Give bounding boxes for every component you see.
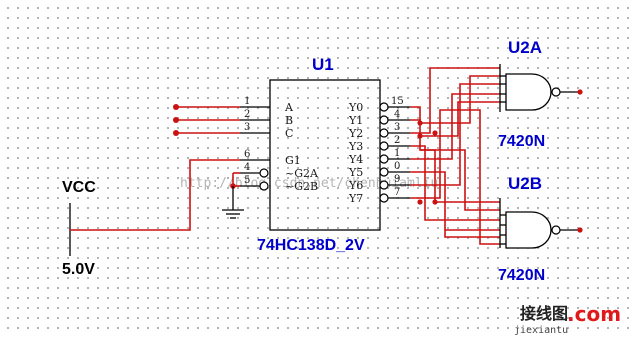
- input-abc-wires[interactable]: [173, 104, 240, 136]
- u1-pin-num: 1: [244, 96, 250, 107]
- u1-pin-name: A: [284, 101, 294, 114]
- u1-pin-num: 5: [244, 175, 250, 186]
- u1-pin-name: ~G2B: [285, 180, 318, 193]
- u1-pin-name: Y1: [348, 114, 363, 127]
- u1-pin-num: 1: [394, 148, 400, 159]
- u1-body[interactable]: [269, 79, 381, 231]
- u2a-part-label: 7420N: [498, 133, 545, 150]
- u1-pin-num: 0: [394, 161, 400, 172]
- u1-part-label: 74HC138D_2V: [257, 237, 365, 254]
- u2b-nand-gate[interactable]: [499, 198, 580, 249]
- output-to-gate-wires[interactable]: [410, 67, 500, 245]
- u1-pin-num: 2: [394, 135, 400, 146]
- vcc-value-label: 5.0V: [62, 261, 95, 278]
- u2b-part-label: 7420N: [498, 267, 545, 284]
- u1-pin-num: 15: [391, 96, 404, 107]
- u2a-output-junction: [577, 89, 583, 95]
- u1-pin-num: 6: [244, 149, 250, 160]
- u1-pin-name: Y6: [348, 179, 363, 192]
- vcc-label: VCC: [62, 179, 96, 196]
- u1-pin-name: G1: [285, 154, 301, 167]
- u1-pin-name: Y7: [348, 192, 363, 205]
- u1-pin-name: Y0: [348, 101, 363, 114]
- u1-pin-g2b-bubble: [259, 181, 269, 191]
- u1-pin-name: C: [285, 127, 293, 140]
- u1-pin-name: B: [285, 114, 293, 127]
- u1-pin-name: ~G2A: [285, 167, 319, 180]
- u1-pin-name: Y4: [348, 153, 363, 166]
- u1-pin-g2a-bubble: [259, 168, 269, 178]
- u2b-output-junction: [577, 227, 583, 233]
- u1-pin-name: Y2: [348, 127, 363, 140]
- u1-pin-num: 3: [244, 122, 250, 133]
- vcc-to-g1-wire[interactable]: [70, 159, 240, 231]
- site-logo: 接线图 .com jiexiantu: [514, 302, 621, 336]
- u2b-ref-label: U2B: [508, 174, 542, 193]
- u2a-nand-gate[interactable]: [499, 64, 580, 112]
- u2a-ref-label: U2A: [508, 38, 542, 57]
- logo-cn-text: 接线图: [520, 304, 568, 323]
- u1-pin-num: 4: [394, 109, 400, 120]
- u1-pin-num: 9: [394, 174, 400, 185]
- logo-dotcom-text: .com: [567, 302, 621, 326]
- u1-pin-name: Y3: [348, 140, 363, 153]
- u1-output-pins: [379, 102, 410, 203]
- u1-pin-num: 3: [394, 122, 400, 133]
- ground-symbol: [222, 172, 244, 219]
- u1-ref-label: U1: [312, 55, 334, 74]
- u1-pin-num: 7: [394, 187, 400, 198]
- u1-pin-name: Y5: [348, 166, 363, 179]
- u1-pin-num: 4: [244, 162, 250, 173]
- watermark-text: http://blog.csdn.net/chenhuiamliu: [180, 176, 438, 191]
- u1-pin-num: 2: [244, 109, 250, 120]
- logo-sub-text: jiexiantu: [514, 325, 568, 336]
